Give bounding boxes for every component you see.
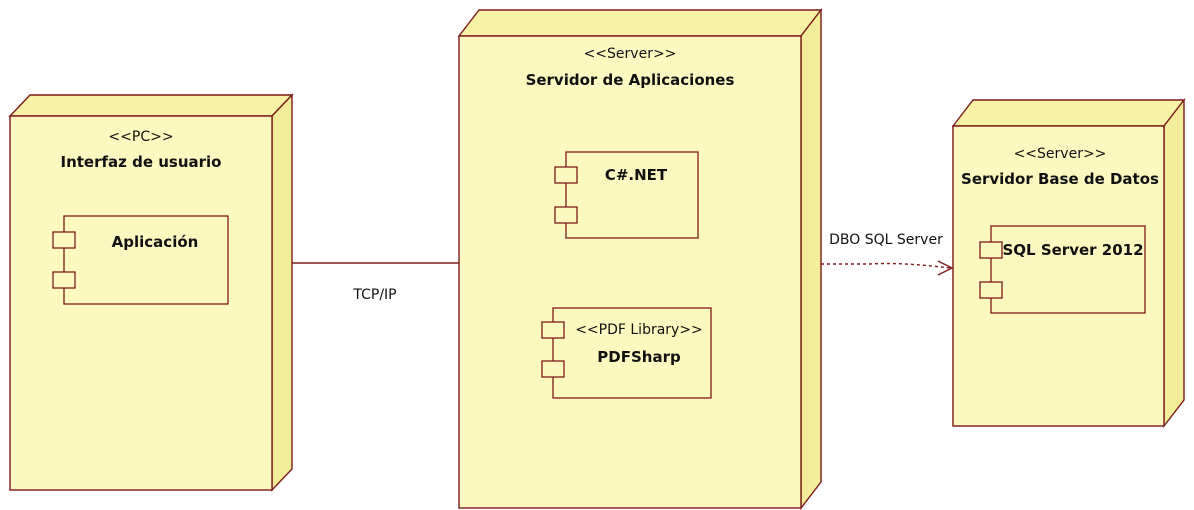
node-app-server-top-face — [457, 9, 823, 37]
node-db-server-stereotype: <<Server>> — [1014, 146, 1107, 162]
component-aplicacion[interactable]: Aplicación — [52, 215, 229, 305]
node-pc[interactable]: <<PC>> Interfaz de usuario Aplicación — [8, 93, 294, 492]
component-sql-server-2012-box — [990, 225, 1146, 314]
component-sql-server-2012-tab-lower — [979, 281, 1003, 299]
node-pc-stereotype: <<PC>> — [108, 129, 173, 145]
component-sql-server-2012-tab-upper — [979, 241, 1003, 259]
component-csharp-net-box — [565, 151, 699, 239]
component-sql-server-2012[interactable]: SQL Server 2012 — [979, 225, 1146, 314]
component-pdfsharp-tab-lower — [541, 360, 565, 378]
component-csharp-net-tab-lower — [554, 206, 578, 224]
component-csharp-net-tab-upper — [554, 166, 578, 184]
component-csharp-net[interactable]: C#.NET — [554, 151, 699, 239]
node-db-server-title: Servidor Base de Datos — [961, 170, 1159, 188]
connection-tcp-ip-label: TCP/IP — [352, 287, 396, 303]
node-app-server[interactable]: <<Server>> Servidor de Aplicaciones C#.N… — [457, 7, 823, 510]
node-pc-title: Interfaz de usuario — [61, 153, 222, 171]
component-aplicacion-box — [63, 215, 229, 305]
node-pc-top-face — [8, 94, 294, 117]
component-pdfsharp-title: PDFSharp — [597, 348, 681, 366]
component-csharp-net-title: C#.NET — [605, 166, 668, 184]
node-db-server[interactable]: <<Server>> Servidor Base de Datos SQL Se… — [951, 97, 1186, 429]
component-pdfsharp-stereotype: <<PDF Library>> — [575, 322, 703, 338]
component-aplicacion-tab-upper — [52, 231, 76, 249]
node-db-server-top-face — [951, 99, 1186, 127]
node-db-server-side-face — [1163, 97, 1185, 429]
component-aplicacion-tab-lower — [52, 271, 76, 289]
node-pc-side-face — [271, 93, 293, 492]
component-sql-server-2012-title: SQL Server 2012 — [1002, 241, 1143, 259]
component-pdfsharp-tab-upper — [541, 321, 565, 339]
component-pdfsharp[interactable]: <<PDF Library>> PDFSharp — [541, 307, 712, 399]
connection-tcp-ip[interactable]: TCP/IP — [292, 262, 459, 303]
node-app-server-stereotype: <<Server>> — [584, 46, 677, 62]
connection-dbo-sql-server[interactable]: DBO SQL Server — [821, 232, 954, 276]
node-app-server-title: Servidor de Aplicaciones — [526, 71, 735, 89]
connection-dbo-sql-server-arrowhead — [937, 260, 954, 276]
connection-dbo-sql-server-line — [821, 262, 951, 269]
node-app-server-side-face — [800, 7, 822, 510]
component-pdfsharp-box — [552, 307, 712, 399]
node-app-server-front-face — [458, 35, 802, 509]
connection-dbo-sql-server-label: DBO SQL Server — [829, 232, 943, 248]
component-aplicacion-title: Aplicación — [112, 233, 199, 251]
